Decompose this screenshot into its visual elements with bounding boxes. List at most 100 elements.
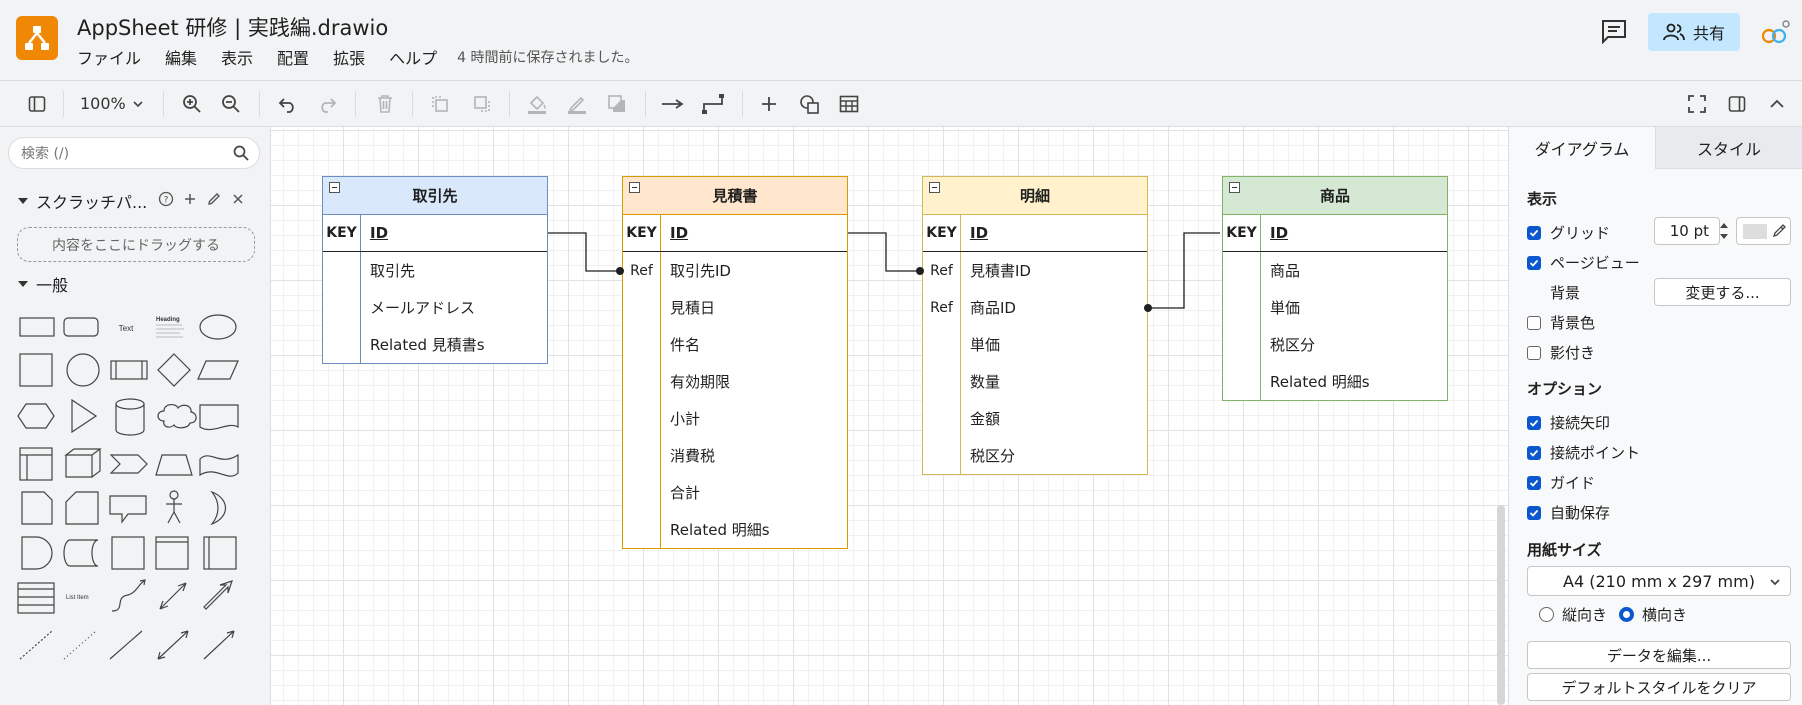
panel-toggle-icon[interactable]	[1725, 92, 1749, 116]
fullscreen-icon[interactable]	[1685, 92, 1709, 116]
table-icon[interactable]	[837, 92, 861, 116]
connection-arrow-icon[interactable]	[661, 92, 685, 116]
entity-header[interactable]: 明細	[923, 177, 1147, 215]
table-row[interactable]: Related 見積書s	[323, 326, 547, 363]
table-row[interactable]: 合計	[623, 474, 847, 511]
help-icon[interactable]: ?	[158, 191, 174, 207]
table-row[interactable]: 税区分	[923, 437, 1147, 474]
entity-header[interactable]: 取引先	[323, 177, 547, 215]
collapse-icon[interactable]	[1229, 182, 1240, 193]
checkbox-checked-icon[interactable]	[1527, 445, 1541, 460]
table-row[interactable]: 税区分	[1223, 326, 1447, 363]
fill-color-icon[interactable]	[525, 92, 549, 116]
scratchpad-header[interactable]: スクラッチパ...	[18, 189, 147, 213]
table-row[interactable]: 有効期限	[623, 363, 847, 400]
table-row[interactable]: 単価	[923, 326, 1147, 363]
connection-arrows-checkbox[interactable]: 接続矢印	[1527, 412, 1610, 433]
to-front-icon[interactable]	[428, 92, 452, 116]
pageview-checkbox[interactable]: ページビュー	[1527, 252, 1640, 273]
menu-arrange[interactable]: 配置	[277, 49, 310, 68]
checkbox-checked-icon[interactable]	[1527, 505, 1541, 520]
waypoints-icon[interactable]	[701, 92, 725, 116]
checkbox-checked-icon[interactable]	[1527, 225, 1541, 240]
portrait-radio[interactable]: 縦向き	[1539, 604, 1607, 625]
table-row[interactable]: Related 明細s	[1223, 363, 1447, 400]
shape-search-input[interactable]: 検索 (/)	[8, 137, 260, 169]
menu-help[interactable]: ヘルプ	[389, 49, 438, 68]
redo-icon[interactable]	[315, 92, 339, 116]
table-row[interactable]: 数量	[923, 363, 1147, 400]
comments-icon[interactable]	[1600, 18, 1630, 46]
grid-size-input[interactable]: 10 pt	[1654, 217, 1720, 245]
change-background-button[interactable]: 変更する...	[1654, 278, 1791, 306]
insert-plus-icon[interactable]	[757, 92, 781, 116]
menu-extras[interactable]: 拡張	[333, 49, 366, 68]
document-title[interactable]: AppSheet 研修 | 実践編.drawio	[77, 16, 389, 40]
format-panel-toggle-icon[interactable]	[25, 92, 49, 116]
shadow-icon[interactable]	[605, 92, 629, 116]
collapse-icon[interactable]	[929, 182, 940, 193]
undo-icon[interactable]	[276, 92, 300, 116]
background-color-checkbox[interactable]: 背景色	[1527, 312, 1595, 333]
edit-icon[interactable]	[206, 191, 222, 207]
landscape-radio[interactable]: 横向き	[1619, 604, 1687, 625]
autosave-checkbox[interactable]: 自動保存	[1527, 502, 1610, 523]
checkbox-unchecked-icon[interactable]	[1527, 345, 1541, 360]
share-button[interactable]: 共有	[1648, 13, 1740, 51]
general-section-header[interactable]: 一般	[18, 272, 68, 296]
table-row[interactable]: Related 明細s	[623, 511, 847, 548]
checkbox-unchecked-icon[interactable]	[1527, 315, 1541, 330]
cloud-sync-icon[interactable]	[1758, 18, 1792, 46]
table-row[interactable]: 見積日	[623, 289, 847, 326]
search-icon[interactable]	[233, 145, 249, 161]
table-row[interactable]: メールアドレス	[323, 289, 547, 326]
entity-header[interactable]: 商品	[1223, 177, 1447, 215]
menu-view[interactable]: 表示	[221, 49, 254, 68]
to-back-icon[interactable]	[470, 92, 494, 116]
save-status[interactable]: 4 時間前に保存されました。	[457, 50, 639, 66]
radio-checked-icon[interactable]	[1619, 607, 1634, 622]
guides-checkbox[interactable]: ガイド	[1527, 472, 1595, 493]
radio-unchecked-icon[interactable]	[1539, 607, 1554, 622]
zoom-dropdown[interactable]: 100%	[80, 94, 145, 113]
shape-palette-grid[interactable]: Text Heading List Item	[16, 309, 246, 689]
line-color-icon[interactable]	[565, 92, 589, 116]
checkbox-checked-icon[interactable]	[1527, 255, 1541, 270]
menu-file[interactable]: ファイル	[77, 49, 142, 68]
collapse-up-icon[interactable]	[1765, 92, 1789, 116]
close-icon[interactable]	[230, 191, 246, 207]
shapes-icon[interactable]	[797, 92, 821, 116]
zoom-out-icon[interactable]	[219, 92, 243, 116]
tab-style[interactable]: スタイル	[1655, 127, 1802, 169]
table-row[interactable]: 消費税	[623, 437, 847, 474]
entity-header[interactable]: 見積書	[623, 177, 847, 215]
grid-color-picker[interactable]	[1736, 217, 1791, 245]
scratchpad-dropzone[interactable]: 内容をここにドラッグする	[17, 227, 255, 262]
edit-data-button[interactable]: データを編集...	[1527, 641, 1791, 669]
vertical-scrollbar[interactable]	[1497, 505, 1505, 705]
checkbox-checked-icon[interactable]	[1527, 415, 1541, 430]
clear-default-style-button[interactable]: デフォルトスタイルをクリア	[1527, 673, 1791, 701]
menu-edit[interactable]: 編集	[165, 49, 198, 68]
table-row[interactable]: 商品	[1223, 252, 1447, 289]
table-row[interactable]: 件名	[623, 326, 847, 363]
table-row[interactable]: 金額	[923, 400, 1147, 437]
grid-checkbox[interactable]: グリッド	[1527, 222, 1610, 243]
shadow-checkbox[interactable]: 影付き	[1527, 342, 1595, 363]
checkbox-checked-icon[interactable]	[1527, 475, 1541, 490]
tab-diagram[interactable]: ダイアグラム	[1509, 127, 1655, 169]
add-icon[interactable]	[182, 191, 198, 207]
paper-size-select[interactable]: A4 (210 mm x 297 mm)	[1527, 566, 1791, 596]
table-row[interactable]: 取引先	[323, 252, 547, 289]
